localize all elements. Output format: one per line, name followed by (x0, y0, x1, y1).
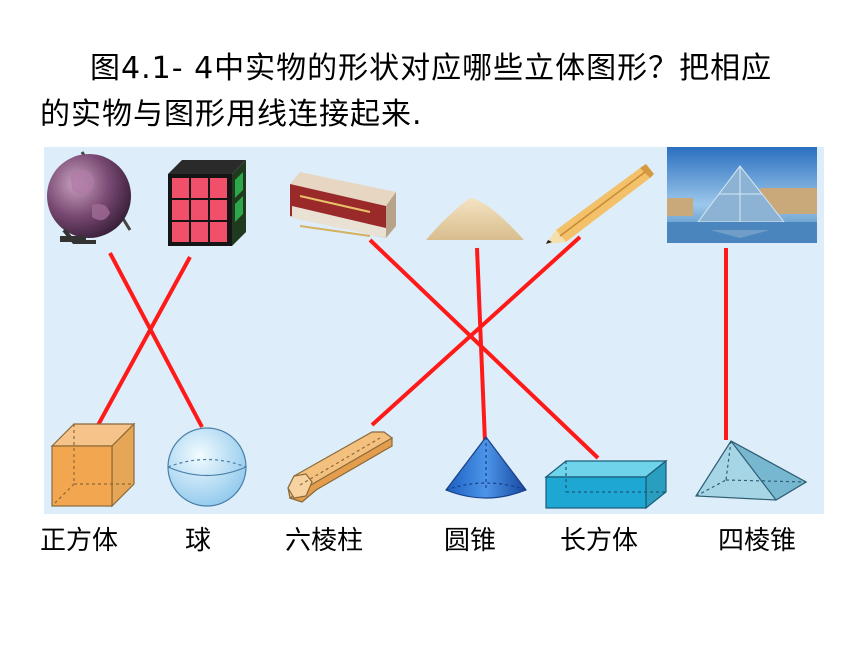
question-line-1: 图4.1- 4中实物的形状对应哪些立体图形？把相应 (90, 51, 773, 86)
hexagonal-prism-shape (287, 431, 394, 503)
connection-lines (95, 235, 728, 460)
line-sand-cone (475, 247, 487, 443)
label-cuboid: 长方体 (560, 526, 639, 556)
louvre-pyramid-image (667, 147, 817, 243)
book-image (290, 172, 396, 238)
square-pyramid-shape (694, 440, 808, 501)
line-book-cuboid (368, 238, 600, 460)
line-pencil-hexprism (370, 235, 582, 427)
cone-shape (445, 436, 527, 499)
rubiks-cube-image (168, 160, 246, 246)
line-globe-sphere (108, 252, 204, 428)
label-sphere: 球 (185, 526, 212, 556)
label-cone: 圆锥 (444, 526, 497, 556)
label-cube: 正方体 (40, 526, 119, 556)
question-line-2: 的实物与图形用线连接起来. (40, 97, 423, 132)
globe-image (47, 151, 132, 244)
cuboid-shape (544, 459, 668, 510)
label-hexagonal-prism: 六棱柱 (285, 526, 364, 556)
question-text: 图4.1- 4中实物的形状对应哪些立体图形？把相应 的实物与图形用线连接起来. (40, 46, 840, 138)
sand-pile-image (426, 198, 524, 240)
line-cube-cube (95, 256, 192, 428)
sphere-shape (167, 427, 247, 507)
pencil-image (546, 164, 654, 244)
cube-shape (50, 422, 136, 508)
label-square-pyramid: 四棱锥 (718, 526, 797, 556)
